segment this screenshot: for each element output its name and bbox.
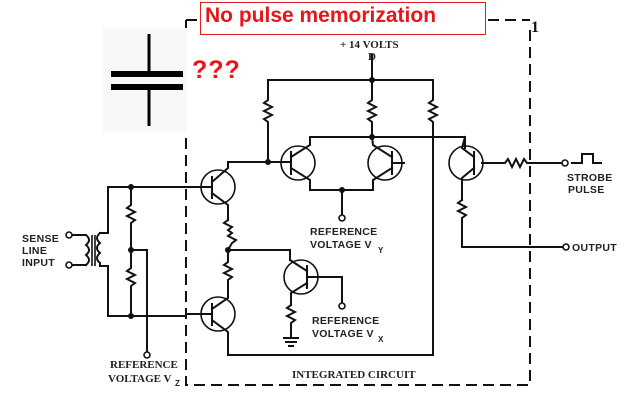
- ref-vy-sub: Y: [378, 246, 384, 255]
- transistor: [448, 135, 563, 201]
- ref-vx-line2: VOLTAGE V: [312, 328, 374, 340]
- ref-vy-line1: REFERENCE: [310, 226, 377, 238]
- capacitor-icon: [111, 34, 183, 126]
- capacitor-overlay: [103, 28, 187, 132]
- strobe-line1: STROBE: [567, 172, 613, 184]
- ref-vx-line1: REFERENCE: [312, 315, 379, 327]
- ref-vz-line2: VOLTAGE V: [108, 373, 172, 385]
- ic-boundary: [185, 19, 531, 386]
- sense-label-3: INPUT: [22, 257, 55, 269]
- transistor: [185, 294, 434, 356]
- transistor: [283, 258, 343, 306]
- resistor: [365, 79, 379, 138]
- ref-vz-line1: REFERENCE: [110, 359, 178, 371]
- ic-label: INTEGRATED CIRCUIT: [292, 369, 416, 381]
- strobe-line2: PULSE: [568, 184, 605, 196]
- transformer: [71, 231, 102, 267]
- transistor: [267, 136, 316, 191]
- sense-label-2: LINE: [22, 245, 47, 257]
- output-label: OUTPUT: [572, 242, 617, 254]
- ref-vy-line2: VOLTAGE V: [310, 239, 372, 251]
- resistor: [261, 79, 275, 161]
- ref-vz-sub: Z: [175, 379, 180, 388]
- transistor: [185, 161, 269, 221]
- figure-number: 1: [531, 19, 539, 36]
- supply-label: + 14 VOLTS: [340, 39, 399, 51]
- question-marks: ???: [192, 56, 241, 84]
- annotation-box: [200, 2, 486, 35]
- ref-vx-sub: X: [378, 335, 384, 344]
- annotation-title: No pulse memorization: [205, 4, 437, 27]
- transistor: [367, 135, 405, 191]
- sense-label-1: SENSE: [22, 233, 59, 245]
